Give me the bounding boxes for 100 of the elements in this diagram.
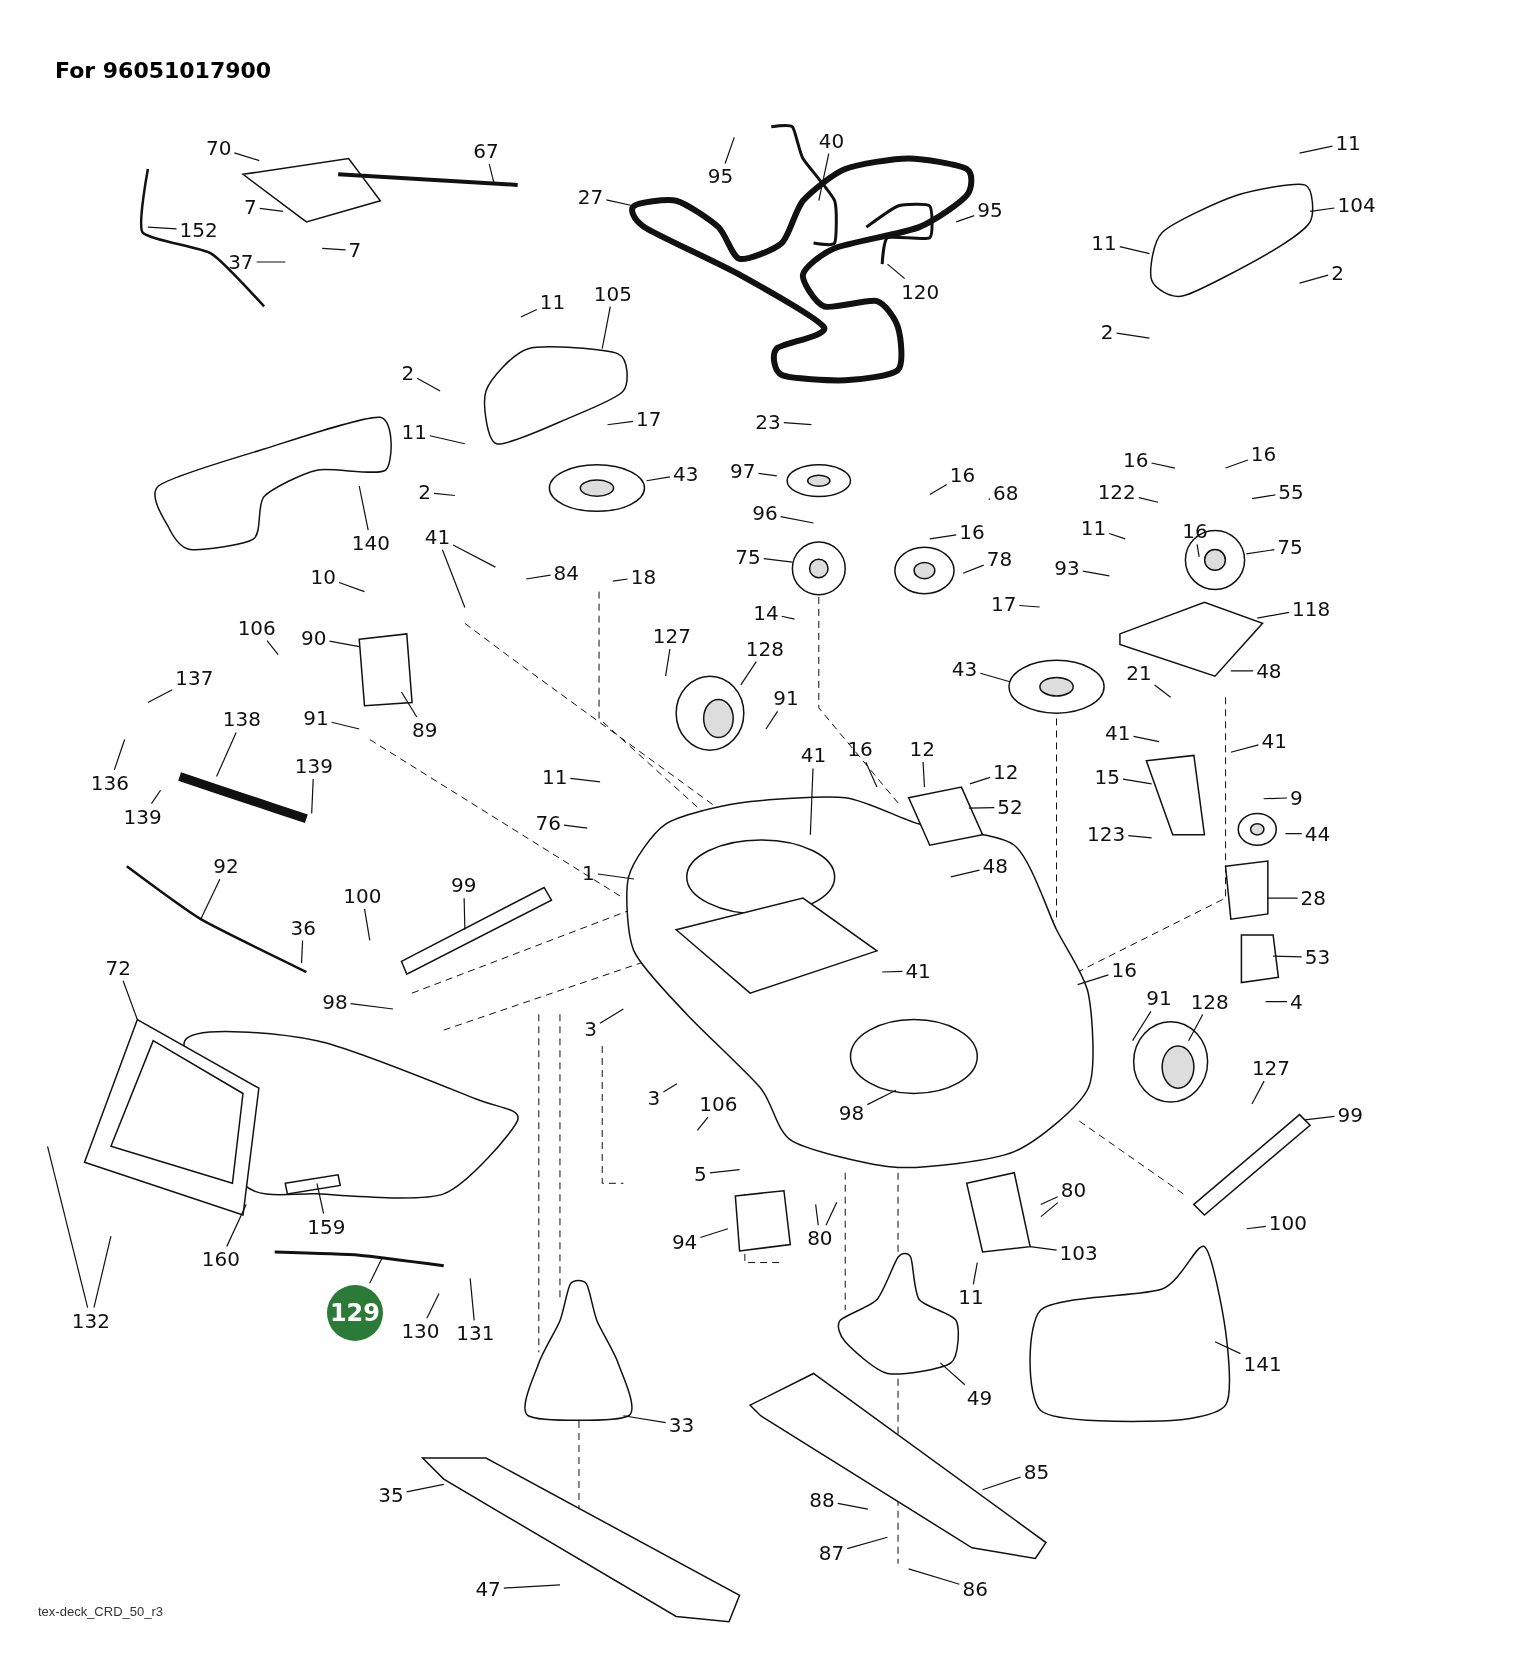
leader-line [1108,532,1126,540]
callout-number: 44 [1303,822,1332,845]
leader-line [113,738,126,771]
leader-line [1077,974,1109,986]
callout-number: 12 [908,738,937,761]
leader-line [1256,611,1290,619]
leader-line [1246,1225,1267,1230]
leader-line [1040,1202,1059,1218]
leader-line [1188,1014,1204,1042]
leader-line [1116,332,1151,339]
callout-number: 48 [1255,659,1283,682]
callout-number: 89 [411,719,439,742]
leader-line [1224,459,1249,469]
leader-line [865,761,878,788]
leader-line [665,648,671,677]
leader-line [1119,246,1151,255]
callout-number: 105 [592,282,633,305]
leader-line [846,1536,889,1550]
callout-number: 92 [212,855,240,878]
leader-line [311,778,314,815]
callout-number: 17 [635,408,663,431]
callout-number: 16 [1181,520,1209,543]
leader-line [1230,744,1260,753]
callout-number: 138 [221,708,263,731]
leader-line [1154,684,1172,698]
callout-number: 76 [534,812,563,835]
leader-line [622,1415,667,1424]
callout-number: 98 [321,990,349,1013]
leader-line [988,498,991,501]
leader-line [331,721,360,730]
leader-line [809,767,814,836]
leader-line [1122,778,1153,785]
leader-line [520,308,538,318]
leader-line [1018,604,1041,608]
leader-line [1132,1010,1152,1042]
leader-line [400,691,418,718]
leader-line [696,1116,709,1132]
leader-line [662,1083,678,1093]
leader-line [563,824,588,829]
leader-line [441,549,466,609]
callout-number: 53 [1303,946,1332,969]
leader-line [1150,462,1176,469]
leader-line [1138,497,1159,503]
leader-line [908,1568,961,1585]
callout-number: 128 [1189,990,1230,1013]
leader-line [740,661,757,686]
leader-line [363,908,371,941]
callout-number: 2 [1330,261,1345,284]
callout-number: 43 [671,463,700,486]
callout-number: 141 [1242,1352,1283,1375]
callout-number: 67 [472,140,500,163]
leader-line [321,247,347,251]
leader-line [569,777,601,783]
leader-line [606,420,634,426]
leader-line [1029,1246,1058,1251]
leader-line [350,1003,394,1010]
callout-number: 99 [1336,1103,1364,1126]
callout-number: 52 [996,796,1024,819]
leader-line [503,1584,561,1589]
leader-line [426,1292,440,1319]
callout-number: 137 [174,667,215,690]
leader-line [1251,494,1276,500]
callout-number: 16 [1249,443,1278,466]
leader-line [150,789,162,805]
callout-number: 14 [752,601,780,624]
leader-line [1263,797,1288,800]
leader-line [1272,955,1303,958]
callout-number: 72 [104,956,133,979]
callout-number: 75 [1276,536,1304,559]
leader-line [597,873,635,880]
leader-line [469,1277,475,1321]
leader-line [1304,1115,1336,1121]
callout-number: 16 [846,738,874,761]
leader-line [866,1089,897,1106]
leader-line [605,199,635,207]
leader-line [266,639,279,656]
leader-line [837,1502,869,1510]
callout-number: 91 [772,687,800,710]
leader-line [200,878,221,920]
drawing-code: tex-deck_CRD_50_r3 [38,1604,163,1619]
leader-line [968,806,995,809]
callout-number: 75 [734,545,762,568]
callout-number: 3 [583,1018,598,1041]
callout-number: 128 [744,637,785,660]
callout-number: 93 [1053,557,1081,580]
leader-line [757,472,778,477]
callout-number: 33 [667,1414,696,1437]
leader-line [1265,1001,1288,1003]
leader-line [599,1008,624,1024]
callout-number: 80 [806,1227,834,1250]
leader-line [1082,570,1110,577]
callout-number: 96 [751,502,779,525]
leader-line [881,970,903,973]
callout-number: 11 [540,765,569,788]
callout-number: 11 [1090,232,1118,254]
callout-number: 140 [350,532,391,555]
leader-line [1284,833,1303,835]
leader-line [1298,274,1329,284]
leader-line [369,1256,384,1284]
callout-number: 7 [347,239,363,262]
